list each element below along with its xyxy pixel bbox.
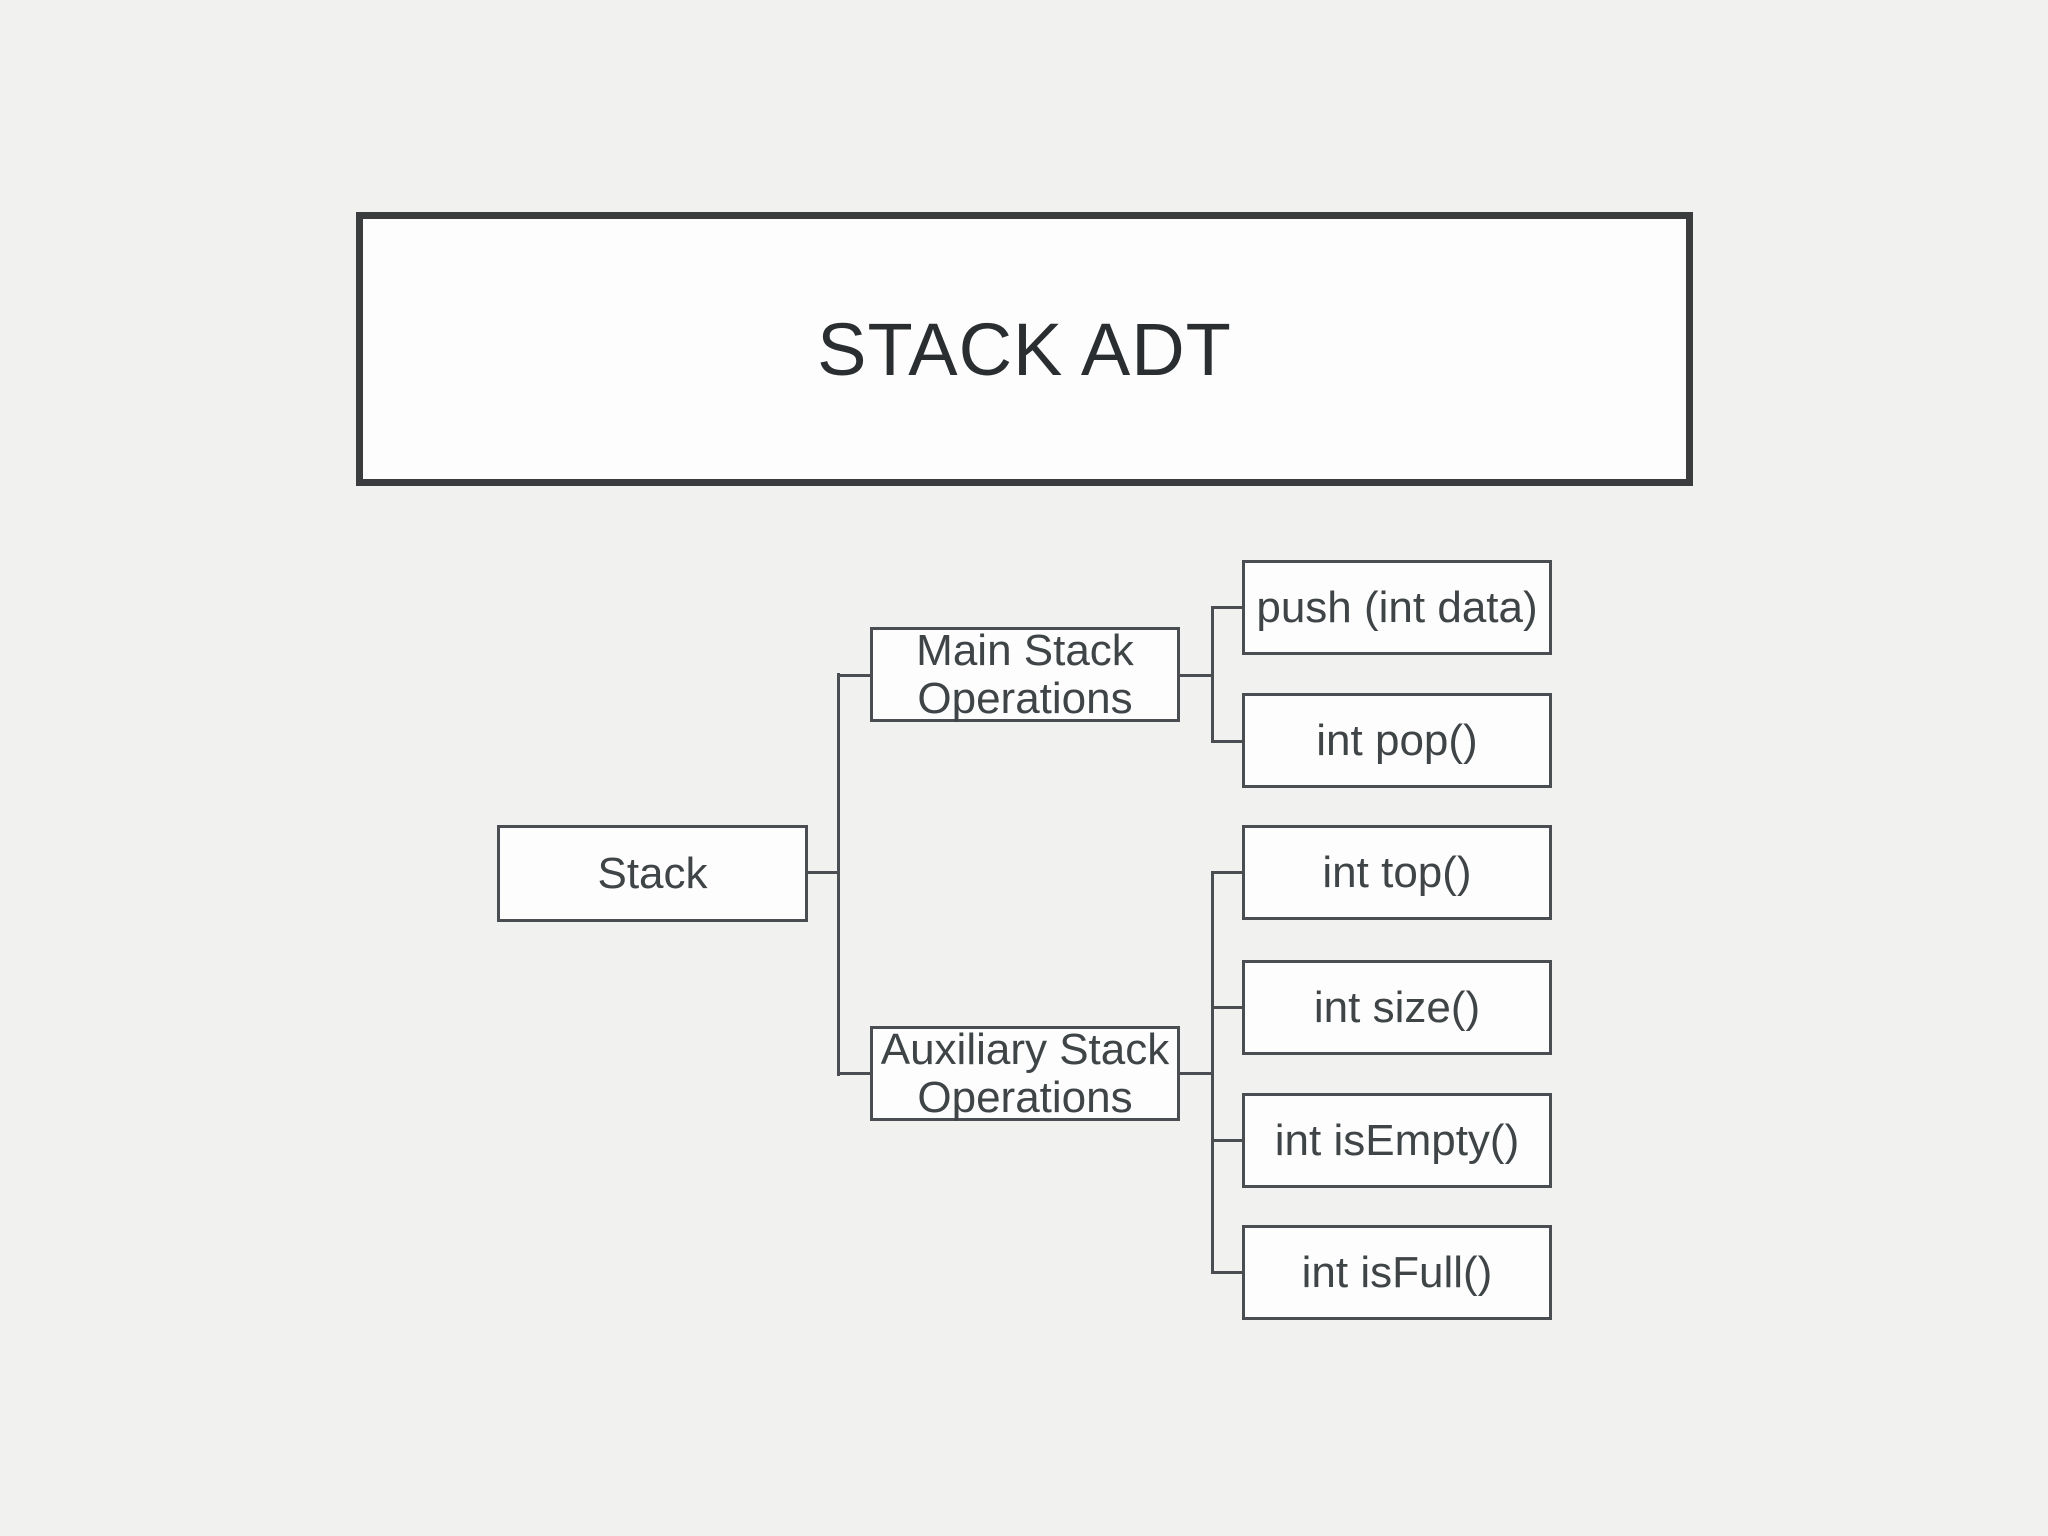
node-isfull: int isFull() bbox=[1242, 1225, 1552, 1320]
node-stack: Stack bbox=[497, 825, 808, 922]
node-pop-label: int pop() bbox=[1316, 715, 1478, 765]
node-main-stack-operations-label: Main Stack Operations bbox=[916, 626, 1134, 723]
node-size-label: int size() bbox=[1313, 982, 1481, 1032]
connector-aux-out bbox=[1178, 1072, 1214, 1075]
connector-size-in bbox=[1211, 1006, 1245, 1009]
connector-isfull-in bbox=[1211, 1271, 1245, 1274]
page-title: STACK ADT bbox=[817, 307, 1232, 391]
node-push: push (int data) bbox=[1242, 560, 1552, 655]
connector-pop-in bbox=[1211, 740, 1245, 743]
connector-push-in bbox=[1211, 606, 1245, 609]
node-auxiliary-stack-operations-label: Auxiliary Stack Operations bbox=[880, 1025, 1170, 1122]
connector-isempty-in bbox=[1211, 1139, 1245, 1142]
title-box: STACK ADT bbox=[356, 212, 1693, 486]
node-isempty: int isEmpty() bbox=[1242, 1093, 1552, 1188]
node-main-stack-operations: Main Stack Operations bbox=[870, 627, 1180, 722]
connector-main-out bbox=[1178, 674, 1214, 677]
node-pop: int pop() bbox=[1242, 693, 1552, 788]
connector-top-in bbox=[1211, 871, 1245, 874]
node-top: int top() bbox=[1242, 825, 1552, 920]
node-isfull-label: int isFull() bbox=[1301, 1247, 1493, 1297]
connector-main-in bbox=[837, 674, 873, 677]
node-stack-label: Stack bbox=[597, 848, 708, 898]
connector-trunk-aux bbox=[1211, 871, 1214, 1274]
connector-trunk-left bbox=[837, 673, 840, 1076]
node-top-label: int top() bbox=[1322, 847, 1472, 897]
connector-aux-in bbox=[837, 1072, 873, 1075]
node-size: int size() bbox=[1242, 960, 1552, 1055]
connector-stack-out bbox=[806, 871, 840, 874]
node-auxiliary-stack-operations: Auxiliary Stack Operations bbox=[870, 1026, 1180, 1121]
node-isempty-label: int isEmpty() bbox=[1274, 1115, 1520, 1165]
connector-trunk-main bbox=[1211, 606, 1214, 743]
node-push-label: push (int data) bbox=[1256, 582, 1538, 632]
